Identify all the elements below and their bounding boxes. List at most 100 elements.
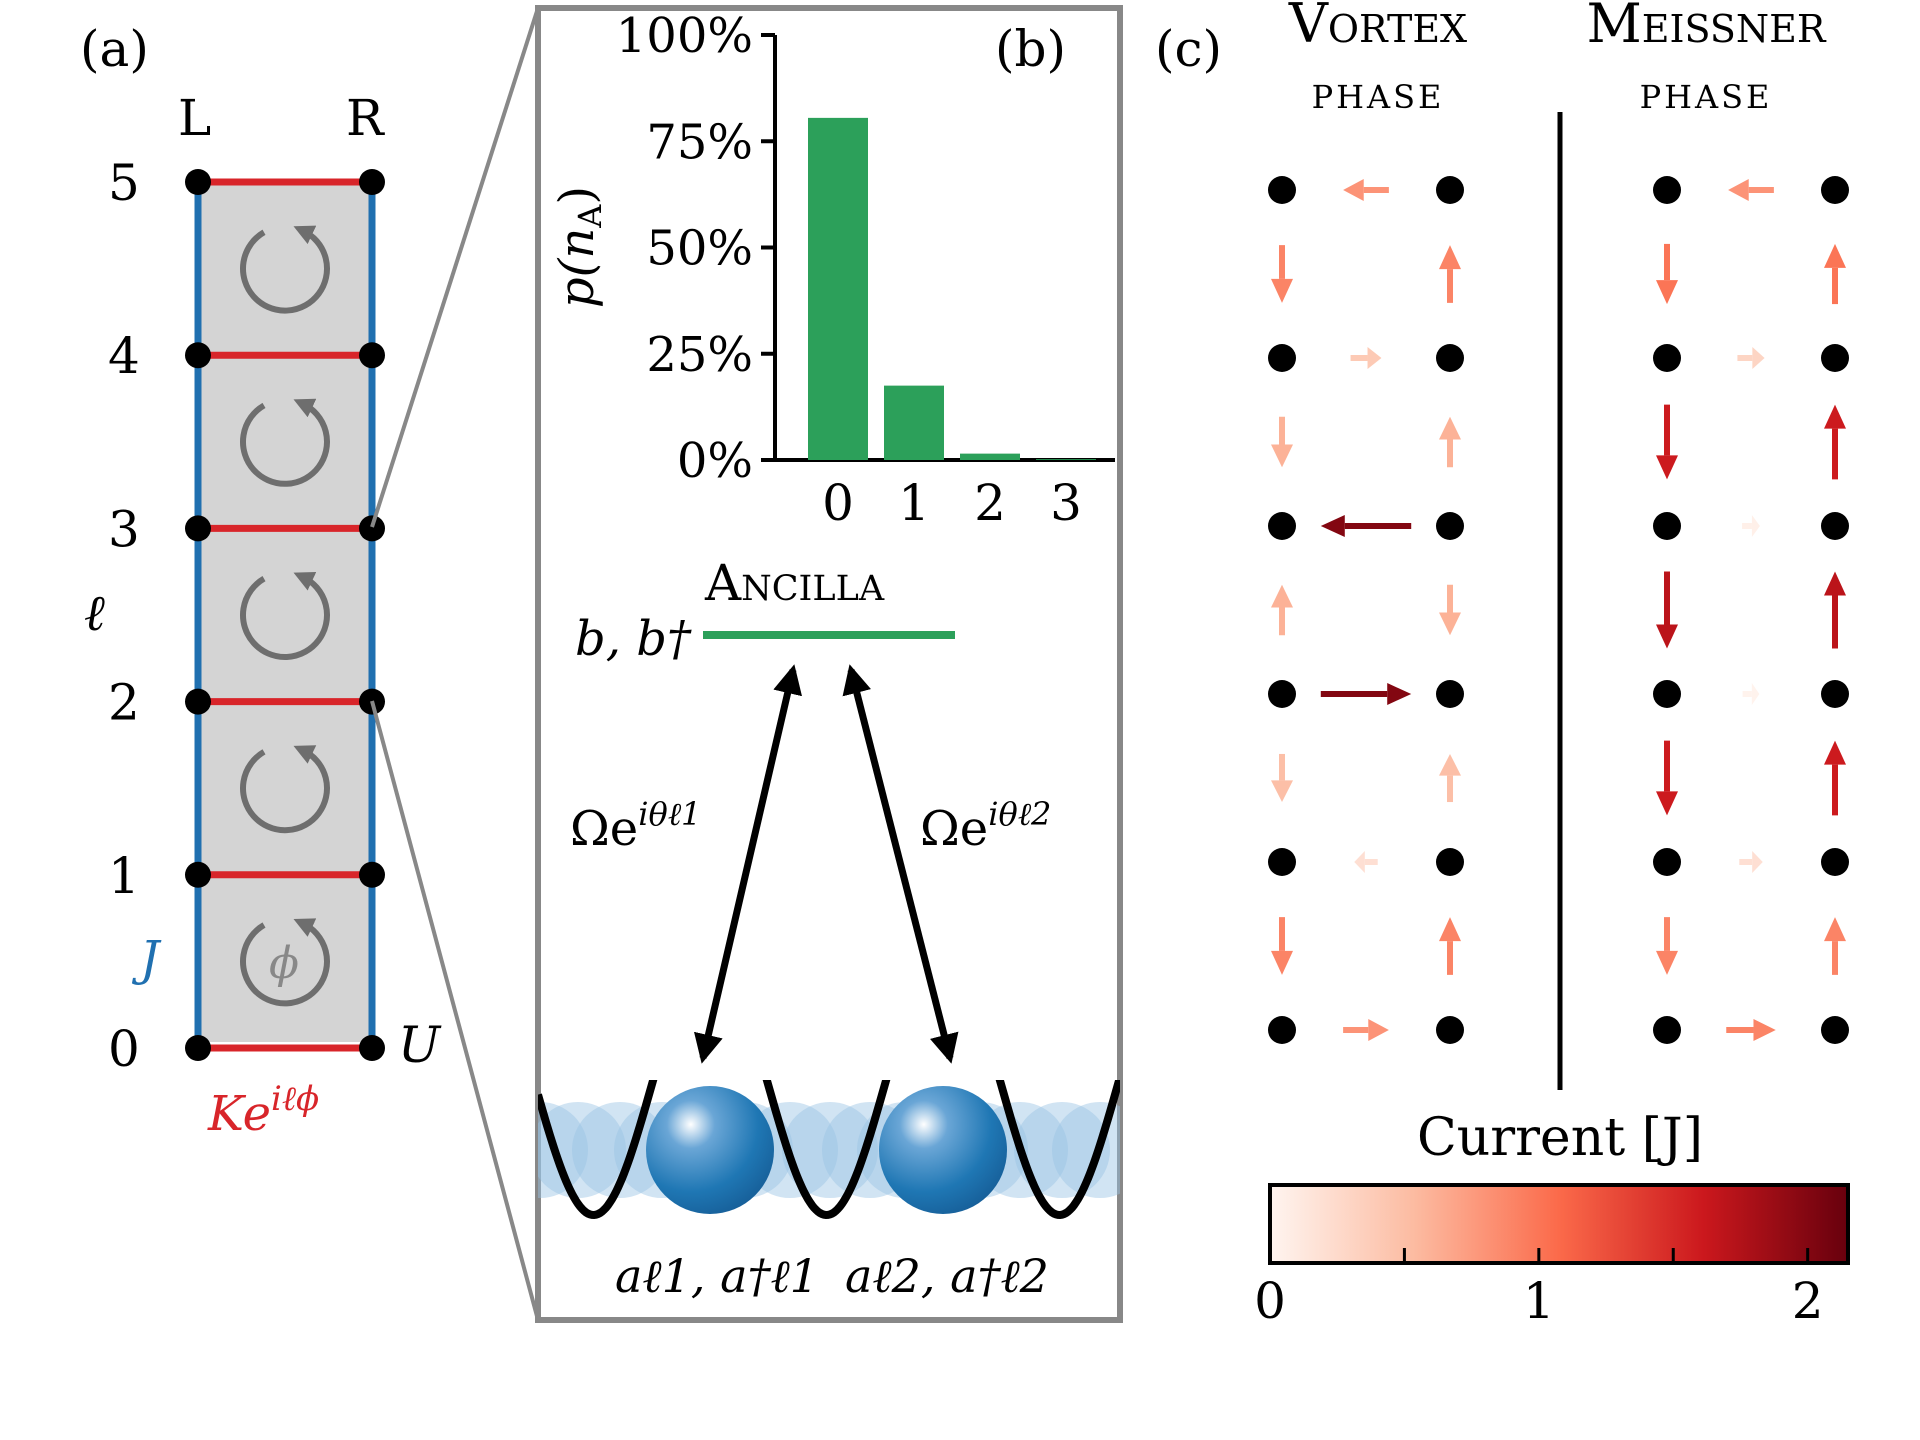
- row-label-5: 5: [108, 154, 140, 212]
- site: [1436, 344, 1464, 372]
- leg-current-arrow: [1439, 917, 1461, 975]
- drive-arrow-right: [842, 664, 959, 1064]
- rung-current-arrow: [1742, 683, 1760, 705]
- leg-current-arrow: [1439, 245, 1461, 303]
- circular-arrow-icon: [240, 572, 330, 660]
- panel-a-label: (a): [80, 20, 149, 78]
- axis-label-l: ℓ: [84, 584, 105, 642]
- colorbar-tick-label: 1: [1523, 1272, 1555, 1330]
- leg-current-arrow: [1271, 416, 1293, 468]
- bar-2: [960, 453, 1020, 460]
- leg-current-arrow: [1271, 917, 1293, 975]
- rungs: [198, 178, 372, 1052]
- vortex-ladder: [1268, 176, 1464, 1044]
- circular-arrow-icon: [240, 918, 330, 1007]
- zoom-line-bottom: [370, 700, 540, 1321]
- leg-current-arrow: [1656, 404, 1678, 480]
- site-L-0: [185, 1035, 211, 1061]
- drive-left-label: Ωeiθℓ1: [570, 795, 701, 857]
- bar-1: [884, 385, 944, 460]
- row-label-0: 0: [108, 1020, 140, 1078]
- rung-current-arrow: [1737, 347, 1765, 369]
- leg-current-arrow: [1824, 571, 1846, 649]
- plaquettes: [198, 182, 372, 1042]
- vortex-title: Vortex: [1288, 0, 1467, 55]
- chart-y-label: p(nA): [549, 186, 609, 308]
- site: [1653, 512, 1681, 540]
- site: [1821, 176, 1849, 204]
- drive-arrow-left: [693, 664, 803, 1064]
- atom-lattice: [538, 1086, 1120, 1214]
- site: [1821, 344, 1849, 372]
- row-label-2: 2: [108, 674, 140, 732]
- y-label-close: ): [549, 186, 605, 205]
- panel-b-frame: [535, 5, 1123, 1323]
- y-tick-label: 0%: [677, 433, 753, 489]
- rung-current-arrow: [1350, 347, 1382, 369]
- leg-current-arrow: [1439, 753, 1461, 803]
- x-tick-label: 0: [822, 474, 854, 532]
- y-tick-label: 100%: [616, 8, 753, 64]
- rung-coupling-label: Keiℓϕ: [207, 1079, 319, 1142]
- drive-left-main: Ωe: [570, 801, 638, 857]
- circular-arrow-icon: [240, 745, 330, 834]
- site-L-5: [185, 169, 211, 195]
- zoom-lines: [370, 7, 540, 1321]
- leg-current-arrow: [1271, 245, 1293, 303]
- leg-current-arrow: [1824, 243, 1846, 305]
- leg-current-arrow: [1656, 243, 1678, 305]
- site: [1821, 680, 1849, 708]
- site: [1268, 512, 1296, 540]
- y-label-sub: A: [571, 204, 609, 229]
- site: [1653, 1016, 1681, 1044]
- column-label-right: R: [346, 89, 385, 147]
- site-R-5: [359, 169, 385, 195]
- site-R-3: [359, 515, 385, 542]
- drive-left-sup: iθℓ1: [638, 795, 701, 833]
- site-L-4: [185, 342, 211, 369]
- site-L-3: [185, 515, 211, 542]
- flux-label: ϕ: [269, 938, 299, 989]
- rung-current-arrow: [1728, 179, 1774, 201]
- rung-current-arrow: [1320, 683, 1412, 705]
- leg-current-arrow: [1439, 416, 1461, 468]
- y-tick-label: 75%: [646, 114, 753, 170]
- leg-current-arrow: [1824, 404, 1846, 480]
- site1-operators: aℓ1, a†ℓ1: [615, 1249, 819, 1303]
- colorbar-tick-label: 0: [1254, 1272, 1286, 1330]
- leg-current-arrow: [1824, 917, 1846, 975]
- site-L-2: [185, 688, 211, 715]
- leg-current-arrow: [1271, 584, 1293, 636]
- bar-3: [1036, 459, 1096, 460]
- rung-current-arrow: [1739, 851, 1763, 873]
- site: [1653, 344, 1681, 372]
- y-label-main: p(n: [549, 228, 605, 308]
- ancilla-label: Ancilla: [704, 554, 885, 612]
- rung-current-arrow: [1742, 515, 1760, 537]
- y-tick-label: 50%: [646, 221, 753, 277]
- rung-current-arrow: [1343, 179, 1389, 201]
- site: [1653, 176, 1681, 204]
- site-L-1: [185, 861, 211, 888]
- onsite-label: U: [398, 1016, 442, 1074]
- row-label-3: 3: [108, 500, 140, 558]
- rung-current-arrow: [1343, 1019, 1389, 1041]
- circular-arrow-icon: [240, 225, 330, 314]
- row-label-4: 4: [108, 327, 140, 385]
- panel-b-label: (b): [995, 20, 1066, 78]
- circular-arrow-icons: [240, 225, 330, 1007]
- site: [1268, 680, 1296, 708]
- rung-current-arrow: [1354, 851, 1378, 873]
- rung-current-arrow: [1320, 515, 1412, 537]
- site-R-1: [359, 861, 385, 888]
- rung-label-main: Ke: [207, 1086, 271, 1142]
- site: [1821, 512, 1849, 540]
- drive-right-sup: iθℓ2: [988, 795, 1051, 833]
- atom: [646, 1086, 774, 1214]
- plaquette-area: [198, 182, 372, 1042]
- site-R-0: [359, 1035, 385, 1061]
